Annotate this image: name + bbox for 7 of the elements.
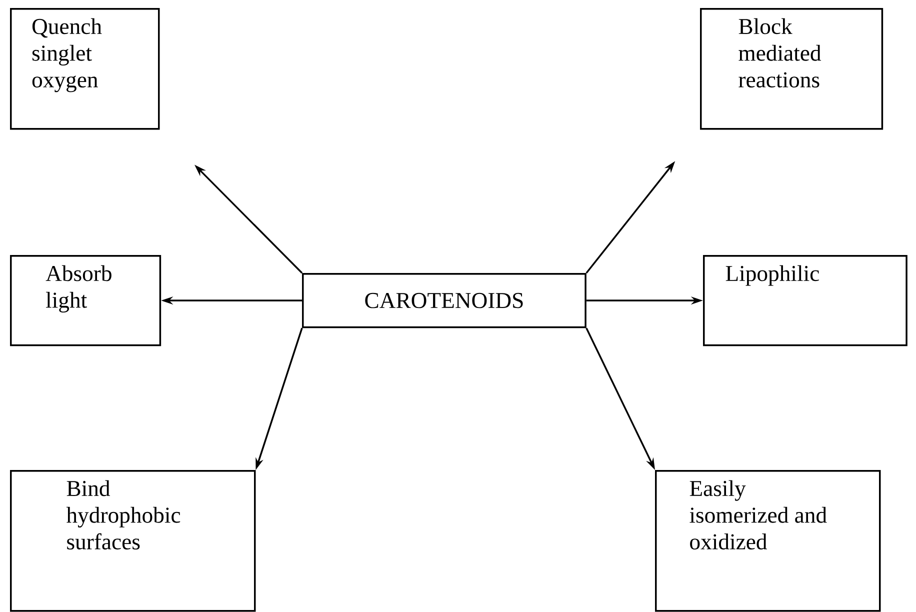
text-box: Absorb light	[10, 255, 162, 346]
text-box: Block mediated reactions	[700, 8, 884, 130]
text-box: Easily isomerized and oxidized	[655, 470, 881, 612]
text-box: CAROTENOIDS	[302, 273, 586, 328]
text-box: Bind hydrophobic surfaces	[10, 470, 256, 612]
text-box: Quench singlet oxygen	[10, 8, 160, 130]
text-box: Lipophilic	[703, 255, 908, 346]
